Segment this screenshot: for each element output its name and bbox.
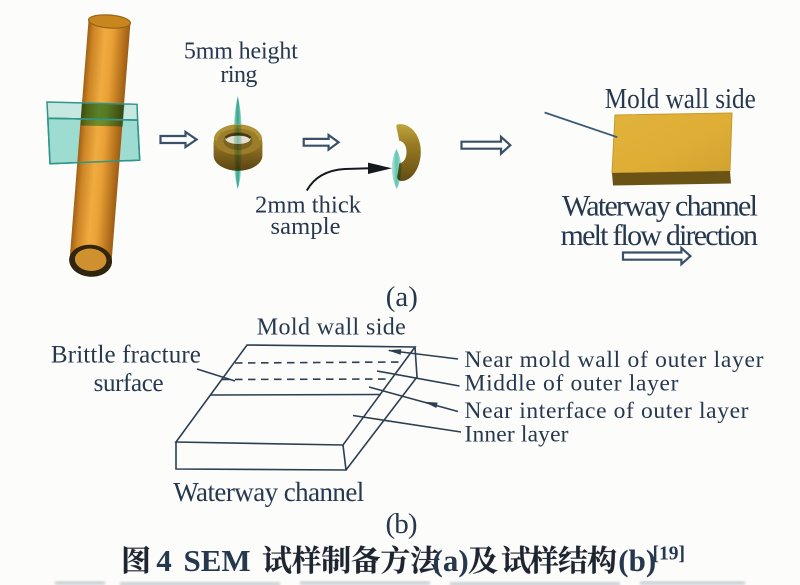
svg-text:Near interface of outer layer: Near interface of outer layer bbox=[465, 398, 749, 424]
svg-text:2mm thick: 2mm thick bbox=[255, 192, 362, 219]
svg-text:sample: sample bbox=[271, 213, 341, 240]
svg-text:(a): (a) bbox=[433, 543, 469, 578]
svg-text:Waterway channel: Waterway channel bbox=[173, 477, 364, 507]
svg-text:melt flow direction: melt flow direction bbox=[561, 219, 759, 252]
svg-text:ring: ring bbox=[220, 62, 257, 88]
svg-text:Mold wall side: Mold wall side bbox=[605, 83, 756, 115]
svg-text:4: 4 bbox=[156, 543, 172, 578]
svg-text:(b): (b) bbox=[618, 543, 656, 578]
svg-text:Mold wall side: Mold wall side bbox=[257, 315, 406, 341]
svg-text:(b): (b) bbox=[386, 508, 418, 540]
svg-text:SEM: SEM bbox=[184, 543, 251, 578]
svg-text:(a): (a) bbox=[386, 281, 418, 313]
svg-text:[19]: [19] bbox=[653, 544, 686, 565]
svg-text:Middle of outer layer: Middle of outer layer bbox=[465, 371, 679, 397]
svg-text:5mm height: 5mm height bbox=[184, 39, 298, 65]
svg-text:Waterway channel: Waterway channel bbox=[562, 190, 758, 223]
svg-text:surface: surface bbox=[94, 370, 164, 397]
svg-text:Brittle fracture: Brittle fracture bbox=[51, 341, 201, 368]
svg-text:Near mold wall of outer layer: Near mold wall of outer layer bbox=[465, 347, 764, 373]
svg-text:Inner layer: Inner layer bbox=[465, 422, 569, 448]
